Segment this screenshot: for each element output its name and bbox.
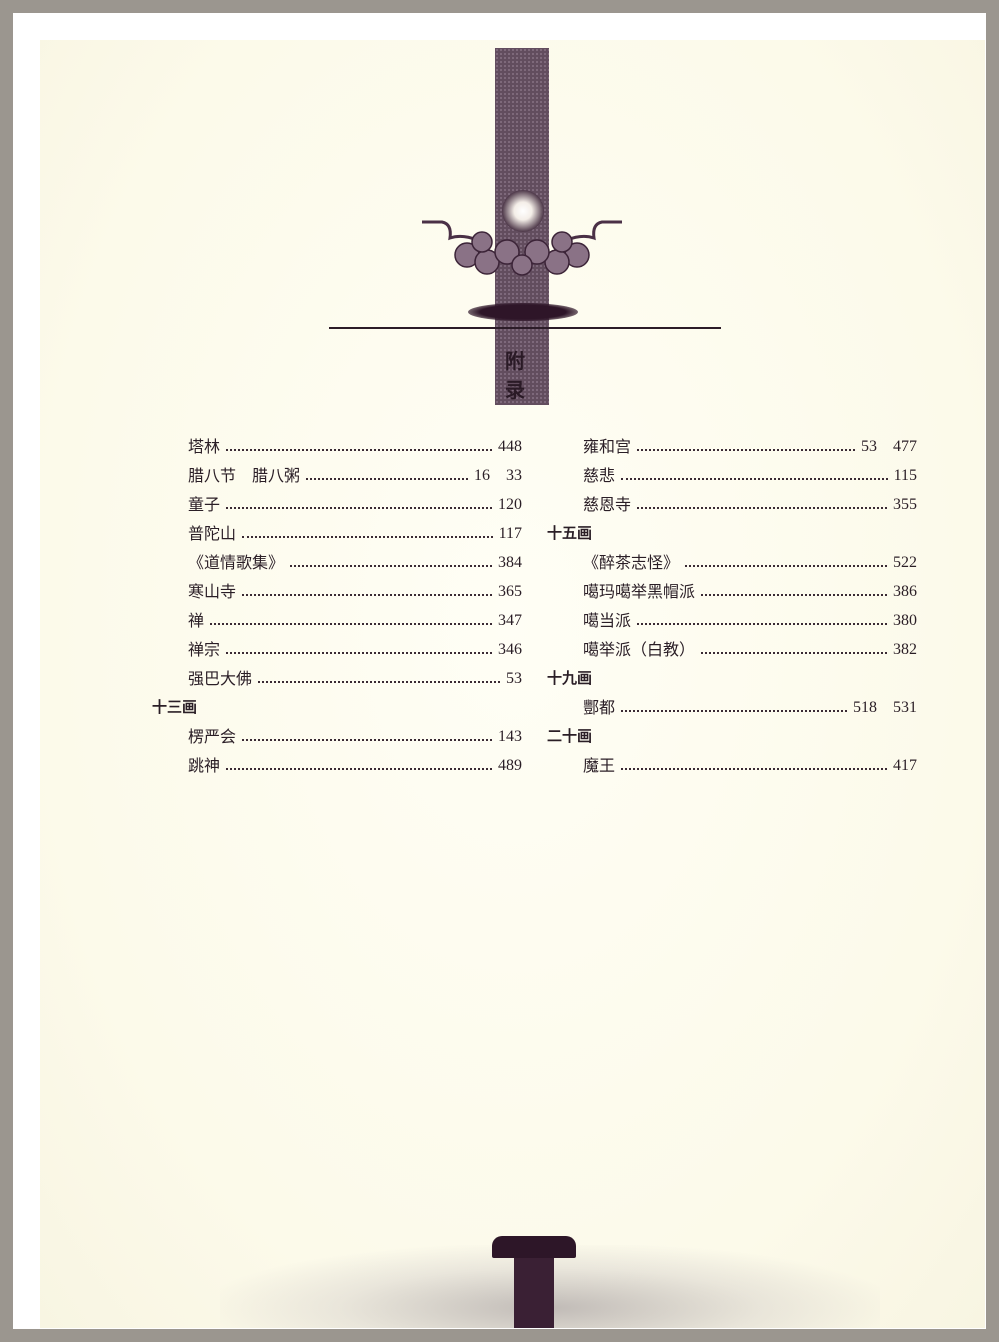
index-entry: 强巴大佛 53: [152, 664, 522, 693]
dot-leader: [306, 477, 468, 480]
dot-leader: [621, 477, 888, 480]
index-entry: 慈恩寺 355: [547, 490, 917, 519]
dot-leader: [637, 622, 887, 625]
header-rule: [329, 327, 721, 329]
pearl-ornament: [502, 190, 544, 232]
dot-leader: [210, 622, 492, 625]
index-entry: 童子 120: [152, 490, 522, 519]
page-numbers: 448: [498, 438, 522, 455]
stroke-count-heading: 十三画: [152, 693, 522, 722]
dot-leader: [637, 448, 855, 451]
index-entry: 噶玛噶举黑帽派 386: [547, 577, 917, 606]
page-numbers: 489: [498, 757, 522, 774]
index-entry: 楞严会 143: [152, 722, 522, 751]
entry-term: 雍和宫: [583, 437, 632, 456]
entry-term: 酆都: [583, 698, 616, 717]
entry-term: 童子: [188, 495, 221, 514]
dot-leader: [621, 709, 847, 712]
dot-leader: [621, 767, 887, 770]
entry-term: 慈恩寺: [583, 495, 632, 514]
entry-term: 强巴大佛: [188, 669, 253, 688]
page-numbers: 417: [893, 757, 917, 774]
index-entry: 噶当派 380: [547, 606, 917, 635]
index-entry: 寒山寺 365: [152, 577, 522, 606]
index-column-left: 塔林 448 腊八节 腊八粥 16 33 童子 120 普陀山 117 《道情歌集》 384 寒山寺…: [152, 432, 522, 780]
dot-leader: [242, 738, 492, 741]
index-entry: 酆都 518 531: [547, 693, 917, 722]
index-entry: 跳神 489: [152, 751, 522, 780]
footer-pillar-ornament: [514, 1250, 554, 1328]
index-entry: 禅 347: [152, 606, 522, 635]
entry-term: 禅宗: [188, 640, 221, 659]
index-entry: 《道情歌集》 384: [152, 548, 522, 577]
stroke-count-heading: 十五画: [547, 519, 917, 548]
entry-term: 《道情歌集》: [188, 553, 285, 572]
index-entry: 塔林 448: [152, 432, 522, 461]
entry-term: 楞严会: [188, 727, 237, 746]
pillar-shadow: [468, 303, 578, 321]
entry-term: 十三画: [152, 698, 198, 716]
dot-leader: [701, 651, 887, 654]
dot-leader: [242, 535, 493, 538]
index-entry: 慈悲 115: [547, 461, 917, 490]
index-column-right: 雍和宫 53 477 慈悲 115 慈恩寺 355 十五画《醉茶志怪》 522 噶玛噶举黑帽派 3…: [547, 432, 917, 780]
entry-term: 禅: [188, 611, 205, 630]
page-numbers: 143: [498, 728, 522, 745]
dot-leader: [258, 680, 500, 683]
index-entry: 雍和宫 53 477: [547, 432, 917, 461]
entry-term: 寒山寺: [188, 582, 237, 601]
index-entry: 《醉茶志怪》 522: [547, 548, 917, 577]
entry-term: 腊八节 腊八粥: [188, 466, 301, 485]
dot-leader: [226, 651, 492, 654]
page-numbers: 380: [893, 612, 917, 629]
entry-term: 魔王: [583, 756, 616, 775]
book-page: 附录 塔林 448 腊八节 腊八粥 16 33 童子 120 普陀山 117 《道情歌集》 384…: [40, 40, 985, 1328]
stroke-count-heading: 二十画: [547, 722, 917, 751]
entry-term: 十九画: [547, 669, 593, 687]
page-numbers: 355: [893, 496, 917, 513]
page-numbers: 522: [893, 554, 917, 571]
dot-leader: [637, 506, 887, 509]
index-entry: 禅宗 346: [152, 635, 522, 664]
dot-leader: [701, 593, 887, 596]
dot-leader: [226, 448, 492, 451]
footer-capital-ornament: [492, 1236, 576, 1258]
entry-term: 噶当派: [583, 611, 632, 630]
page-numbers: 16 33: [473, 467, 522, 484]
page-numbers: 53 477: [860, 438, 917, 455]
entry-term: 十五画: [547, 524, 593, 542]
entry-term: 二十画: [547, 727, 593, 745]
page-numbers: 382: [893, 641, 917, 658]
entry-term: 塔林: [188, 437, 221, 456]
page-numbers: 53: [506, 670, 522, 687]
dot-leader: [242, 593, 492, 596]
page-frame: 附录 塔林 448 腊八节 腊八粥 16 33 童子 120 普陀山 117 《道情歌集》 384…: [13, 13, 986, 1329]
page-numbers: 365: [498, 583, 522, 600]
page-numbers: 518 531: [852, 699, 917, 716]
page-numbers: 346: [498, 641, 522, 658]
entry-term: 《醉茶志怪》: [583, 553, 680, 572]
page-numbers: 115: [893, 467, 917, 484]
entry-term: 噶玛噶举黑帽派: [583, 582, 696, 601]
index-entry: 腊八节 腊八粥 16 33: [152, 461, 522, 490]
page-numbers: 386: [893, 583, 917, 600]
dot-leader: [685, 564, 887, 567]
dot-leader: [226, 506, 492, 509]
page-numbers: 117: [498, 525, 522, 542]
page-numbers: 120: [498, 496, 522, 513]
dot-leader: [226, 767, 492, 770]
index-entry: 噶举派（白教） 382: [547, 635, 917, 664]
page-numbers: 347: [498, 612, 522, 629]
index-entry: 魔王 417: [547, 751, 917, 780]
dragon-cloud-ornament: [422, 220, 622, 276]
entry-term: 噶举派（白教）: [583, 640, 696, 659]
entry-term: 普陀山: [188, 524, 237, 543]
stroke-count-heading: 十九画: [547, 664, 917, 693]
entry-term: 慈悲: [583, 466, 616, 485]
dot-leader: [290, 564, 492, 567]
index-entry: 普陀山 117: [152, 519, 522, 548]
page-numbers: 384: [498, 554, 522, 571]
entry-term: 跳神: [188, 756, 221, 775]
page-title: 附录: [505, 349, 545, 402]
